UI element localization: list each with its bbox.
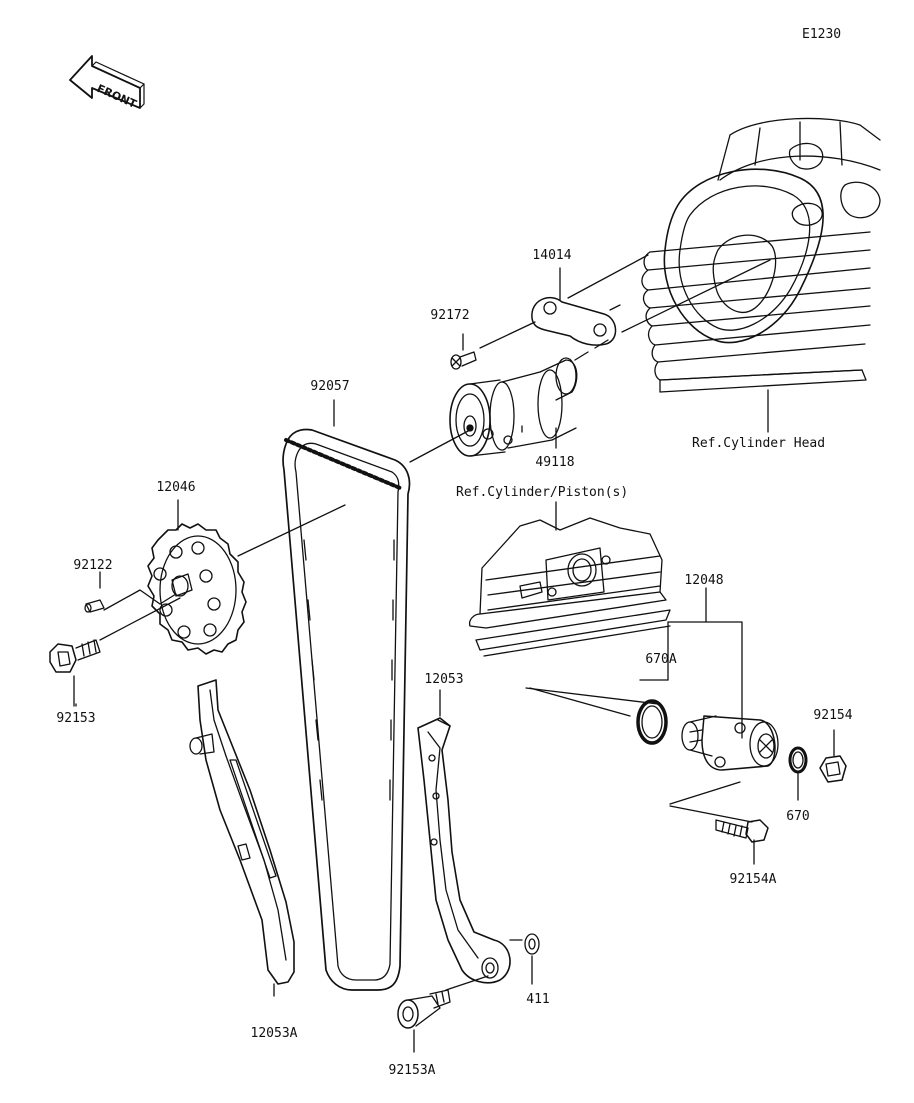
label-670: 670 [786,809,810,824]
label-92057: 92057 [310,379,350,394]
label-12053: 12053 [424,672,464,687]
bolt-92153 [49,639,101,707]
front-arrow-icon: FRONT [69,55,145,111]
label-92154: 92154 [813,708,853,723]
ref-cylinder-piston: Ref.Cylinder/Piston(s) [456,485,629,500]
chain-guide-12053 [417,689,511,984]
tensioner-bracket-lines [525,587,743,739]
screw-92172 [450,333,477,370]
washer-670 [788,746,808,801]
cap-nut-92154 [819,729,847,783]
label-14014: 14014 [532,248,572,263]
label-670A: 670A [645,652,677,667]
tensioner-12048 [681,715,779,771]
ref-cylinder-head: Ref.Cylinder Head [692,436,826,451]
label-92122: 92122 [73,558,113,573]
bolt-92154A [669,781,769,865]
cylinder-head [641,117,881,433]
label-49118: 49118 [535,455,575,470]
cylinder-piston [468,501,671,657]
cam-chain-92057 [282,399,411,991]
label-411: 411 [526,992,550,1007]
label-92172: 92172 [430,308,470,323]
washer-411 [509,933,540,985]
label-12046: 12046 [156,480,196,495]
o-ring-670A [636,699,668,745]
sprocket-12046 [147,499,247,655]
label-92153A: 92153A [388,1063,436,1078]
chain-guide-12053A [189,679,295,997]
gasket-14014 [531,267,617,346]
camshaft-49118 [449,357,578,457]
diagram-code: E1230 [802,27,842,42]
bolt-92153A [397,975,489,1053]
ref-line [567,254,649,299]
label-92154A: 92154A [729,872,777,887]
label-12053A: 12053A [250,1026,298,1041]
dowel-pin-92122 [84,571,105,613]
label-12048: 12048 [684,573,724,588]
label-92153: 92153 [56,711,96,726]
